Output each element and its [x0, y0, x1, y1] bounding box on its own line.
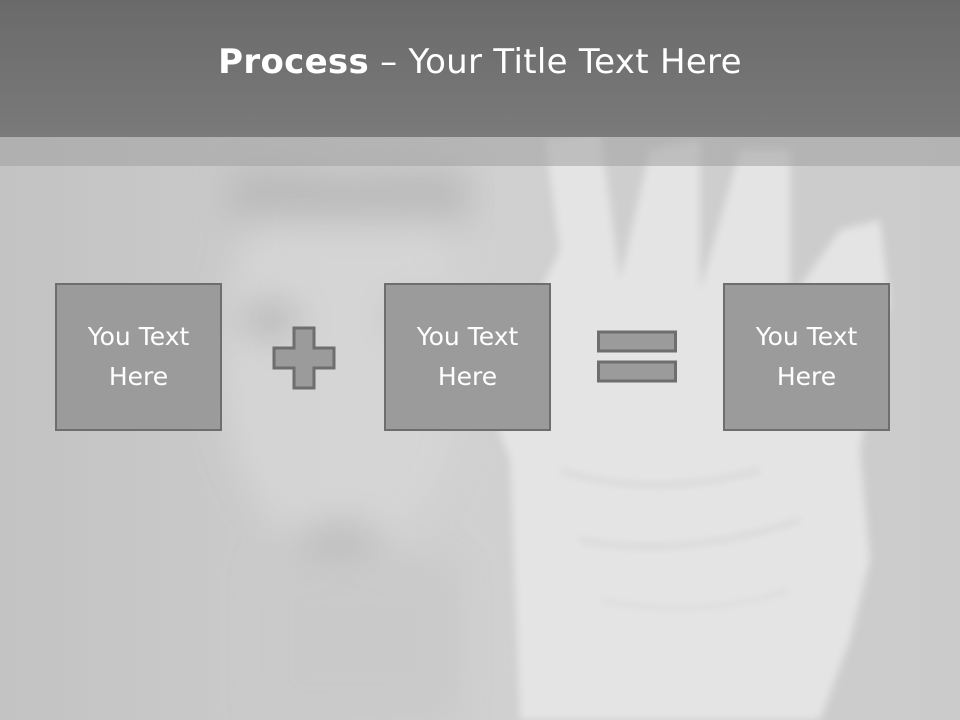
title-bold-text: Process [218, 41, 370, 82]
process-box-1-text: You Text Here [87, 322, 190, 391]
process-box-2-text: You Text Here [416, 322, 519, 391]
title-bar: Process – Your Title Text Here [0, 0, 960, 137]
process-box-1: You Text Here [55, 283, 222, 431]
process-box-2: You Text Here [384, 283, 551, 431]
title-rest-text: – Your Title Text Here [369, 41, 742, 82]
plus-icon [272, 326, 336, 390]
equals-icon [597, 330, 677, 383]
process-box-3: You Text Here [723, 283, 890, 431]
title-strip [0, 137, 960, 166]
slide-title: Process – Your Title Text Here [218, 42, 742, 82]
process-box-3-text: You Text Here [755, 322, 858, 391]
